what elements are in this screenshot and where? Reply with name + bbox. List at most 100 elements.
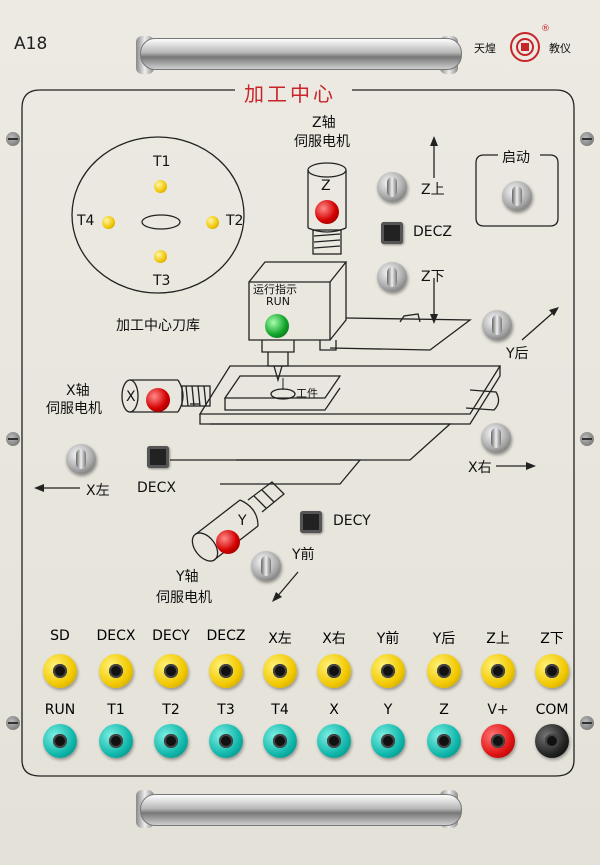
- jack-x左[interactable]: [263, 654, 297, 688]
- z-motor-label-line2: 伺服电机: [294, 134, 350, 150]
- registered-mark-icon: ®: [541, 24, 550, 34]
- y-front-switch[interactable]: [251, 551, 281, 581]
- jack-label: DECY: [152, 628, 190, 644]
- top-handle[interactable]: [140, 38, 462, 70]
- start-switch[interactable]: [502, 181, 532, 211]
- jack-label: X右: [322, 631, 346, 647]
- jack-label: COM: [535, 702, 569, 718]
- jack-label: T1: [107, 702, 125, 718]
- jack-run[interactable]: [43, 724, 77, 758]
- tool-label-t4: T4: [77, 213, 95, 229]
- y-motor-label-line1: Y轴: [176, 569, 199, 585]
- jack-label: Y: [383, 702, 393, 718]
- jack-label: RUN: [44, 702, 76, 718]
- jack-z上[interactable]: [481, 654, 515, 688]
- panel-title: 加工中心: [244, 82, 336, 106]
- jack-decy[interactable]: [154, 654, 188, 688]
- brand-logo: [510, 32, 540, 62]
- screw-icon: [6, 132, 20, 146]
- screw-icon: [6, 432, 20, 446]
- tool-t3-led: [154, 250, 167, 263]
- jack-label: DECZ: [206, 628, 246, 644]
- brand-text-right: 教仪: [549, 42, 571, 55]
- decy-label: DECY: [333, 513, 371, 529]
- x-motor-led: [146, 388, 170, 412]
- jack-label: T3: [217, 702, 235, 718]
- z-motor-cap-label: Z: [321, 178, 331, 194]
- tool-t4-led: [102, 216, 115, 229]
- jack-label: Y前: [376, 631, 400, 647]
- z-down-label: Z下: [421, 269, 445, 285]
- jack-label: SD: [50, 628, 70, 644]
- tool-label-t3: T3: [153, 273, 171, 289]
- jack-label: Z下: [540, 631, 564, 647]
- jack-label: DECX: [96, 628, 136, 644]
- screw-icon: [6, 716, 20, 730]
- jack-x[interactable]: [317, 724, 351, 758]
- screw-icon: [580, 716, 594, 730]
- z-up-label: Z上: [421, 182, 445, 198]
- jack-label: X左: [268, 631, 292, 647]
- tool-library-label: 加工中心刀库: [116, 318, 200, 334]
- jack-com[interactable]: [535, 724, 569, 758]
- bottom-handle[interactable]: [140, 794, 462, 826]
- jack-sd[interactable]: [43, 654, 77, 688]
- jack-t2[interactable]: [154, 724, 188, 758]
- jack-label: Y后: [432, 631, 456, 647]
- decz-label: DECZ: [413, 224, 452, 240]
- jack-v+[interactable]: [481, 724, 515, 758]
- jack-y前[interactable]: [371, 654, 405, 688]
- jack-label: Z上: [486, 631, 510, 647]
- y-back-label: Y后: [506, 346, 529, 362]
- x-left-switch[interactable]: [66, 444, 96, 474]
- jack-t1[interactable]: [99, 724, 133, 758]
- jack-label: T2: [162, 702, 180, 718]
- decy-button[interactable]: [300, 511, 322, 533]
- run-indicator-label-line1: 运行指示: [253, 283, 297, 296]
- tool-t1-led: [154, 180, 167, 193]
- jack-t4[interactable]: [263, 724, 297, 758]
- x-right-label: X右: [468, 460, 492, 476]
- tool-label-t1: T1: [153, 154, 171, 170]
- start-label: 启动: [502, 150, 530, 166]
- jack-t3[interactable]: [209, 724, 243, 758]
- y-motor-led: [216, 530, 240, 554]
- jack-label: V+: [487, 702, 509, 718]
- jack-label: T4: [271, 702, 289, 718]
- z-motor-led: [315, 200, 339, 224]
- z-up-switch[interactable]: [377, 172, 407, 202]
- y-front-label: Y前: [292, 547, 315, 563]
- tool-t2-led: [206, 216, 219, 229]
- y-motor-cap-label: Y: [238, 513, 247, 529]
- y-back-switch[interactable]: [482, 310, 512, 340]
- jack-decx[interactable]: [99, 654, 133, 688]
- run-indicator-led: [265, 314, 289, 338]
- jack-decz[interactable]: [209, 654, 243, 688]
- jack-y[interactable]: [371, 724, 405, 758]
- z-motor-label-line1: Z轴: [312, 115, 336, 131]
- decz-button[interactable]: [381, 222, 403, 244]
- workpiece-label: 工件: [296, 387, 318, 400]
- y-motor-label-line2: 伺服电机: [156, 590, 212, 606]
- z-down-switch[interactable]: [377, 262, 407, 292]
- model-number: A18: [14, 34, 48, 54]
- jack-x右[interactable]: [317, 654, 351, 688]
- x-right-switch[interactable]: [481, 423, 511, 453]
- jack-z[interactable]: [427, 724, 461, 758]
- screw-icon: [580, 132, 594, 146]
- jack-y后[interactable]: [427, 654, 461, 688]
- x-motor-cap-label: X: [126, 389, 136, 405]
- jack-z下[interactable]: [535, 654, 569, 688]
- jack-label: Z: [439, 702, 449, 718]
- decx-button[interactable]: [147, 446, 169, 468]
- x-motor-label-line1: X轴: [66, 383, 90, 399]
- decx-label: DECX: [137, 480, 176, 496]
- x-left-label: X左: [86, 483, 110, 499]
- brand-text-left: 天煌: [474, 42, 496, 55]
- run-indicator-label-line2: RUN: [266, 295, 290, 308]
- screw-icon: [580, 432, 594, 446]
- brand-logo-icon: [516, 38, 534, 56]
- tool-label-t2: T2: [226, 213, 244, 229]
